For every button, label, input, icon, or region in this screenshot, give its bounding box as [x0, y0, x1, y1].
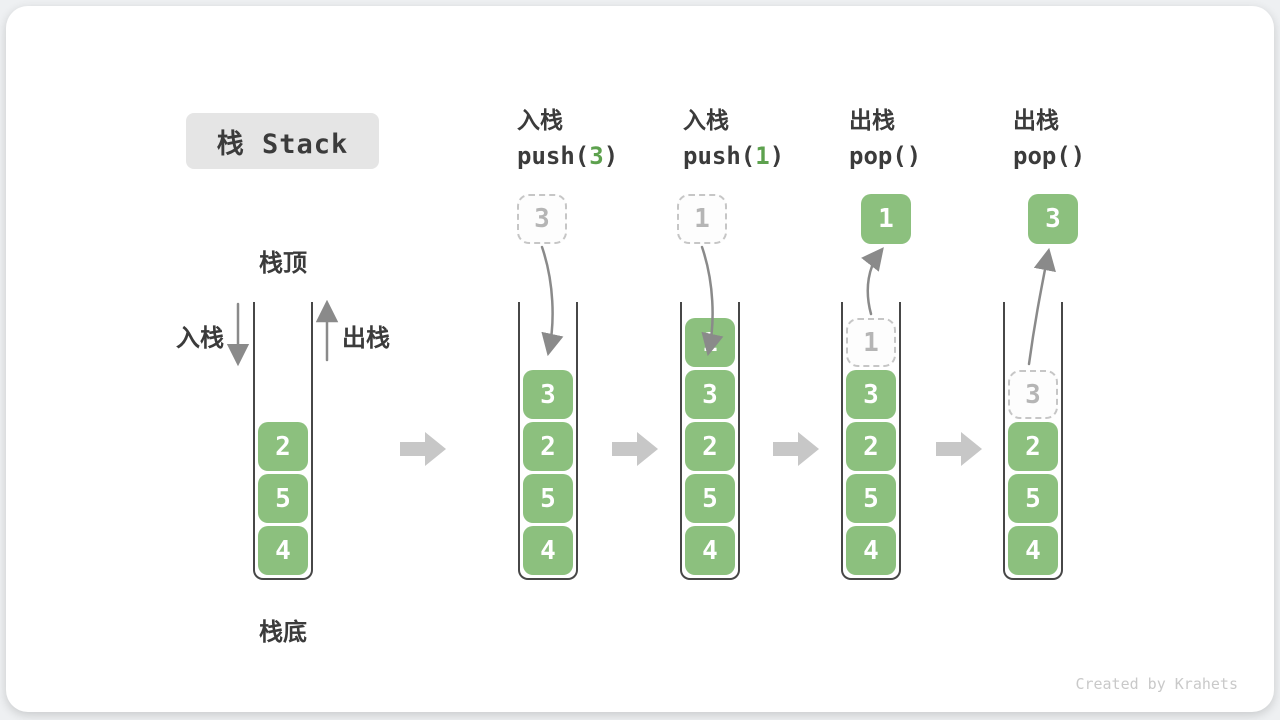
stack-cell: 4: [846, 526, 896, 575]
diagram-title: 栈 Stack: [186, 113, 379, 169]
stack-bottom-label: 栈底: [259, 619, 307, 646]
stack-cell: 5: [523, 474, 573, 523]
floating-value-popped: 1: [861, 194, 911, 244]
operation-label-push1: 入栈 push(1): [683, 104, 853, 173]
stack-cell: 4: [523, 526, 573, 575]
code-pre: push(: [683, 142, 756, 170]
stack-cell: 5: [1008, 474, 1058, 523]
operation-action-label: 出栈: [1013, 107, 1059, 133]
operation-code-label: pop(): [849, 139, 1019, 173]
stack-cell-ghost: 1: [846, 318, 896, 367]
stack-cell-ghost: 3: [1008, 370, 1058, 419]
stack-cell: 5: [846, 474, 896, 523]
code-post: ): [603, 142, 619, 170]
operation-label-pop2: 出栈 pop(): [1013, 104, 1183, 173]
step-arrow-icon: [400, 432, 446, 466]
code-pre: pop(: [849, 142, 907, 170]
operation-label-pop1: 出栈 pop(): [849, 104, 1019, 173]
operation-action-label: 入栈: [517, 107, 563, 133]
stack-cell: 4: [685, 526, 735, 575]
stack-cell: 2: [1008, 422, 1058, 471]
watermark: Created by Krahets: [1075, 675, 1238, 693]
stack-container-2: 3 2 5 4: [518, 302, 578, 580]
code-post: ): [906, 142, 922, 170]
stack-cell: 4: [1008, 526, 1058, 575]
stack-container-3: 1 3 2 5 4: [680, 302, 740, 580]
code-arg: 3: [589, 142, 604, 170]
stack-cell: 4: [258, 526, 308, 575]
operation-code-label: pop(): [1013, 139, 1183, 173]
stack-cell: 2: [523, 422, 573, 471]
stack-cell: 3: [846, 370, 896, 419]
operation-action-label: 出栈: [849, 107, 895, 133]
code-pre: pop(: [1013, 142, 1071, 170]
diagram-title-text: 栈 Stack: [216, 128, 349, 160]
stack-top-label: 栈顶: [259, 250, 307, 277]
code-pre: push(: [517, 142, 590, 170]
floating-value-dashed: 1: [677, 194, 727, 244]
step-arrow-icon: [936, 432, 982, 466]
stack-cell: 2: [258, 422, 308, 471]
operation-code-label: push(3): [517, 139, 687, 173]
code-arg: 1: [755, 142, 770, 170]
stack-cell: 5: [685, 474, 735, 523]
operation-code-label: push(1): [683, 139, 853, 173]
stack-cell: 2: [685, 422, 735, 471]
pop-side-label: 出栈: [342, 325, 390, 352]
stack-cell: 3: [685, 370, 735, 419]
step-arrow-icon: [612, 432, 658, 466]
step-arrow-icon: [773, 432, 819, 466]
stack-cell: 3: [523, 370, 573, 419]
stack-cell: 1: [685, 318, 735, 367]
stack-container-4: 1 3 2 5 4: [841, 302, 901, 580]
stack-container-1: 2 5 4: [253, 302, 313, 580]
operation-label-push3: 入栈 push(3): [517, 104, 687, 173]
operation-action-label: 入栈: [683, 107, 729, 133]
floating-value-popped: 3: [1028, 194, 1078, 244]
stack-cell: 5: [258, 474, 308, 523]
code-post: ): [769, 142, 785, 170]
code-post: ): [1070, 142, 1086, 170]
stack-container-5: 3 2 5 4: [1003, 302, 1063, 580]
floating-value-dashed: 3: [517, 194, 567, 244]
stack-cell: 2: [846, 422, 896, 471]
push-side-label: 入栈: [176, 325, 224, 352]
